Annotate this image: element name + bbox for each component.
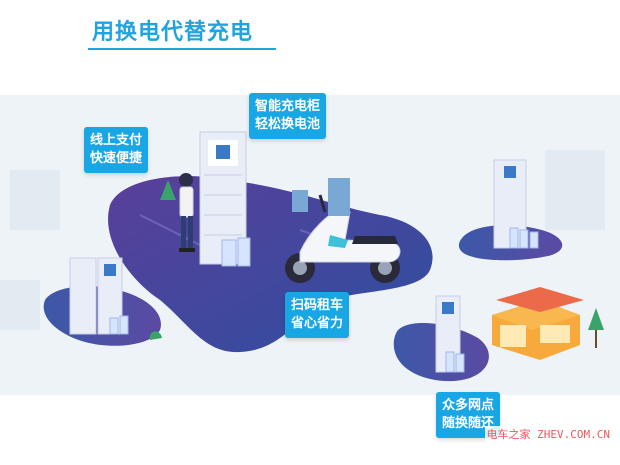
label-scan-rent-line2: 省心省力 bbox=[291, 316, 344, 331]
background-buildings-center bbox=[292, 178, 350, 216]
charging-cabinet-right-bottom bbox=[435, 295, 465, 373]
charging-cabinet-left bbox=[69, 257, 162, 340]
page-title: 用换电代替充电 bbox=[92, 20, 254, 45]
label-many-points: 众多网点 随换随还 bbox=[436, 392, 501, 438]
label-online-pay-line2: 快速便捷 bbox=[90, 151, 143, 166]
shop-building bbox=[492, 287, 604, 360]
label-many-points-line2: 随换随还 bbox=[442, 416, 495, 431]
charging-cabinet-main bbox=[199, 131, 251, 267]
label-scan-rent-line1: 扫码租车 bbox=[291, 298, 344, 313]
label-smart-cabinet-line2: 轻松换电池 bbox=[255, 117, 321, 132]
electric-scooter bbox=[285, 194, 401, 283]
watermark: 电车之家 ZHEV.COM.CN bbox=[484, 426, 612, 442]
label-online-pay-line1: 线上支付 bbox=[90, 133, 143, 148]
label-smart-cabinet-line1: 智能充电柜 bbox=[255, 99, 321, 114]
label-many-points-line1: 众多网点 bbox=[442, 398, 495, 413]
tree-small bbox=[160, 180, 176, 200]
charging-cabinet-right-top bbox=[493, 159, 539, 249]
label-smart-cabinet: 智能充电柜 轻松换电池 bbox=[249, 93, 327, 139]
background-buildings bbox=[0, 150, 605, 330]
label-online-pay: 线上支付 快速便捷 bbox=[84, 127, 149, 173]
label-scan-rent: 扫码租车 省心省力 bbox=[285, 292, 350, 338]
person-figure bbox=[179, 173, 195, 252]
title-underline bbox=[88, 48, 276, 50]
